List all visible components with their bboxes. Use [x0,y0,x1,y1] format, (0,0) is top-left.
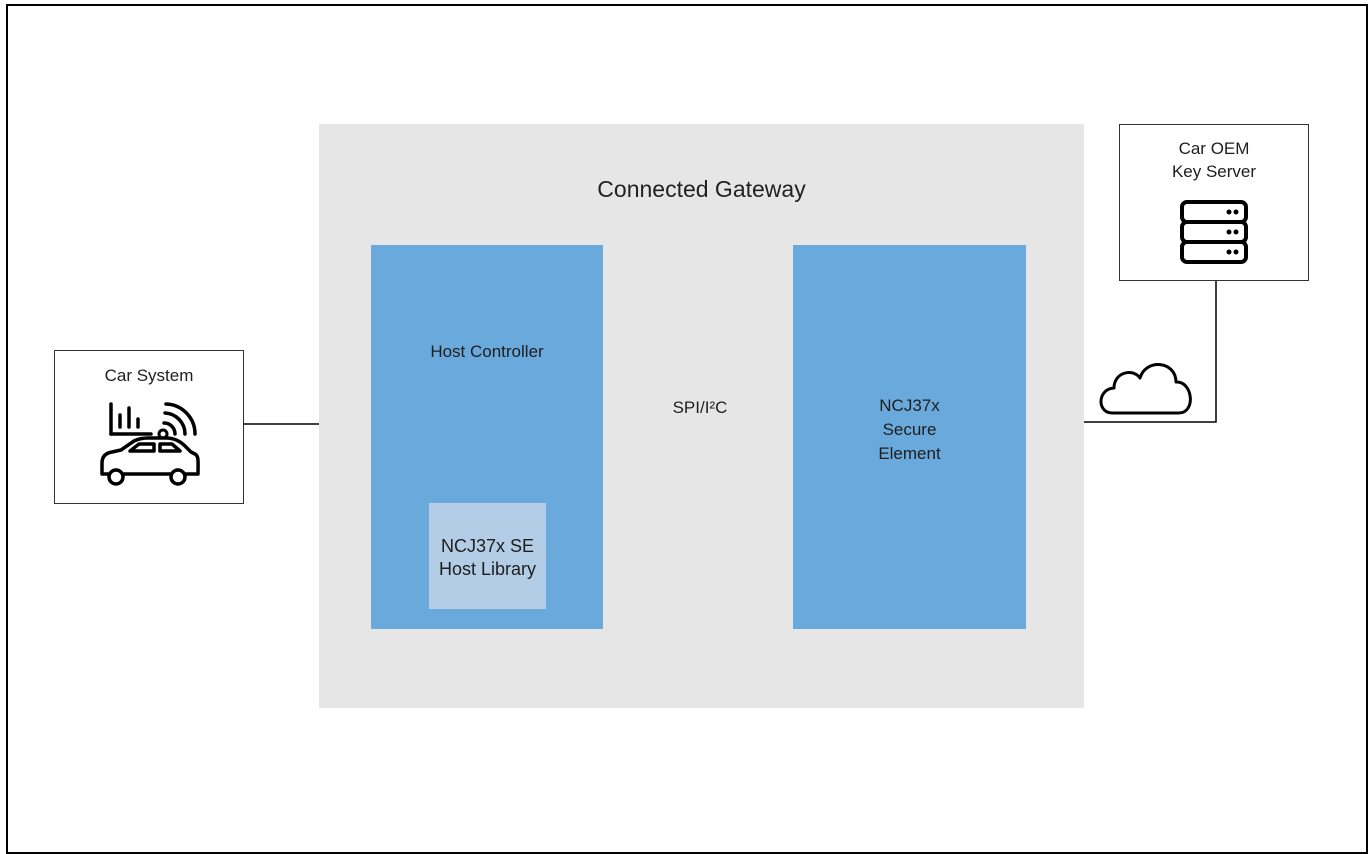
car-system-box [54,350,244,504]
secure-element-to-server-line [1026,281,1217,423]
host-controller-label: Host Controller [430,342,544,361]
connected-car-icon [100,402,200,486]
key-server-label: Car OEM Key Server [1171,139,1257,181]
secure-element-label: NCJ37x Secure Element [878,396,941,463]
car-system-label: Car System [104,366,194,385]
cloud-icon [1099,363,1192,415]
gateway-title: Connected Gateway [597,176,806,202]
host-library-block [429,503,546,609]
host-library-label: NCJ37x SE Host Library [438,536,537,579]
bus-label: SPI/I²C [672,398,728,417]
secure-element-block [793,245,1026,629]
server-rack-icon [1180,200,1248,264]
